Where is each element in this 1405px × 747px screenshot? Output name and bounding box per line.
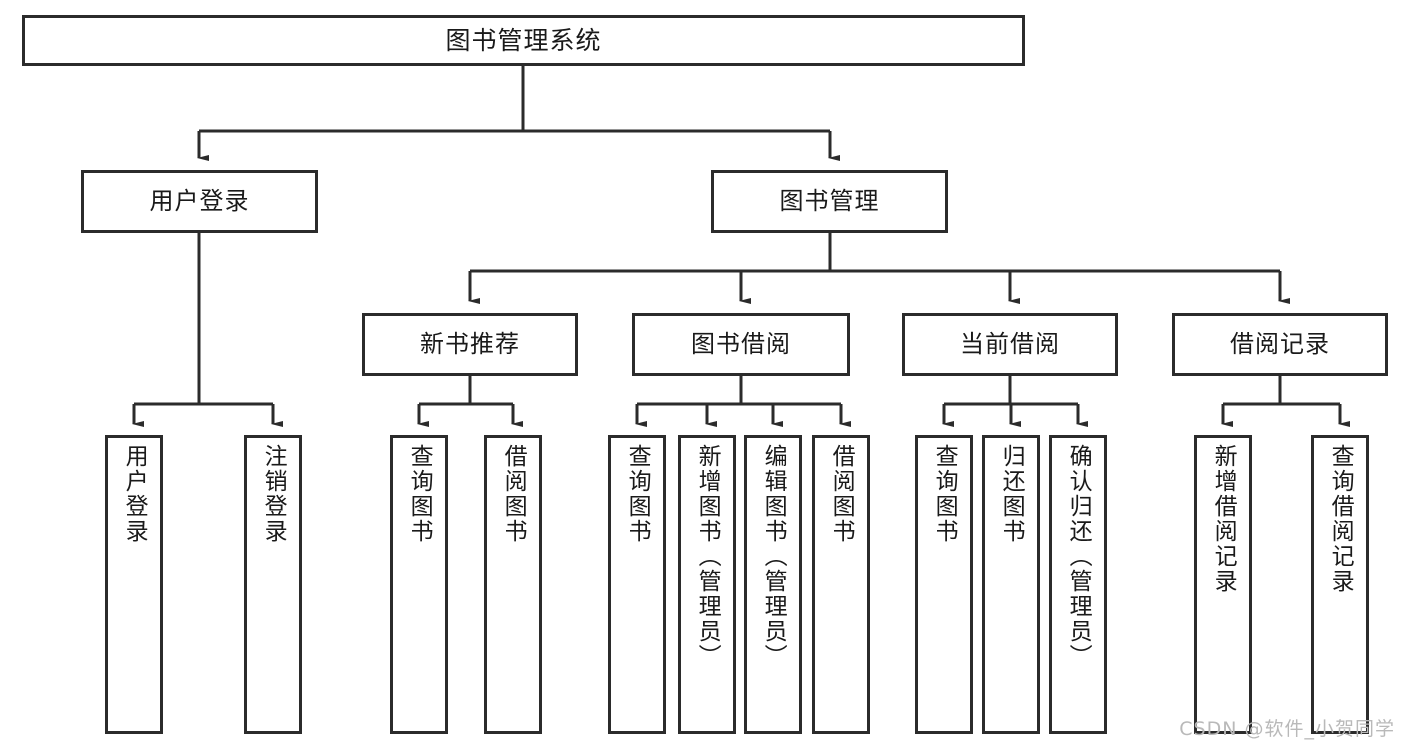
node-leaf-user-logout[interactable]: 注销登录 <box>244 435 302 734</box>
node-leaf-return-book[interactable]: 归还图书 <box>982 435 1040 734</box>
node-leaf-query-book-3-label: 查询图书 <box>931 444 958 544</box>
node-book-borrow[interactable]: 图书借阅 <box>632 313 850 376</box>
node-leaf-query-book-3[interactable]: 查询图书 <box>915 435 973 734</box>
node-leaf-add-record[interactable]: 新增借阅记录 <box>1194 435 1252 734</box>
node-leaf-confirm-return[interactable]: 确认归还（管理员） <box>1049 435 1107 734</box>
node-book-borrow-label: 图书借阅 <box>691 330 791 359</box>
node-leaf-borrow-book-2[interactable]: 借阅图书 <box>812 435 870 734</box>
node-leaf-edit-book[interactable]: 编辑图书（管理员） <box>744 435 802 734</box>
node-current-borrow[interactable]: 当前借阅 <box>902 313 1118 376</box>
node-leaf-query-book-1-label: 查询图书 <box>406 444 433 544</box>
node-leaf-user-login[interactable]: 用户登录 <box>105 435 163 734</box>
node-borrow-record[interactable]: 借阅记录 <box>1172 313 1388 376</box>
node-book-manage-label: 图书管理 <box>779 187 880 216</box>
node-leaf-borrow-book-2-label: 借阅图书 <box>828 444 855 544</box>
node-leaf-borrow-book-1-label: 借阅图书 <box>500 444 527 544</box>
node-leaf-edit-book-label: 编辑图书（管理员） <box>760 444 787 669</box>
node-leaf-query-record-label: 查询借阅记录 <box>1327 444 1354 594</box>
node-leaf-return-book-label: 归还图书 <box>998 444 1025 544</box>
node-leaf-add-book-label: 新增图书（管理员） <box>694 444 721 669</box>
node-current-borrow-label: 当前借阅 <box>960 330 1060 359</box>
node-leaf-add-record-label: 新增借阅记录 <box>1210 444 1237 594</box>
node-leaf-borrow-book-1[interactable]: 借阅图书 <box>484 435 542 734</box>
node-new-book-recommend[interactable]: 新书推荐 <box>362 313 578 376</box>
node-leaf-user-login-label: 用户登录 <box>121 444 148 544</box>
node-leaf-query-book-2-label: 查询图书 <box>624 444 651 544</box>
csdn-watermark: CSDN @软件_小贺同学 <box>1179 718 1395 740</box>
node-book-manage[interactable]: 图书管理 <box>711 170 948 233</box>
node-leaf-add-book[interactable]: 新增图书（管理员） <box>678 435 736 734</box>
node-leaf-user-logout-label: 注销登录 <box>260 444 287 544</box>
node-leaf-query-book-1[interactable]: 查询图书 <box>390 435 448 734</box>
node-user-login[interactable]: 用户登录 <box>81 170 318 233</box>
node-leaf-query-record[interactable]: 查询借阅记录 <box>1311 435 1369 734</box>
node-borrow-record-label: 借阅记录 <box>1230 330 1330 359</box>
node-leaf-confirm-return-label: 确认归还（管理员） <box>1065 444 1092 669</box>
node-root-label: 图书管理系统 <box>445 25 602 55</box>
node-new-book-recommend-label: 新书推荐 <box>420 330 520 359</box>
node-user-login-label: 用户登录 <box>149 187 250 216</box>
node-root[interactable]: 图书管理系统 <box>22 15 1025 66</box>
node-leaf-query-book-2[interactable]: 查询图书 <box>608 435 666 734</box>
